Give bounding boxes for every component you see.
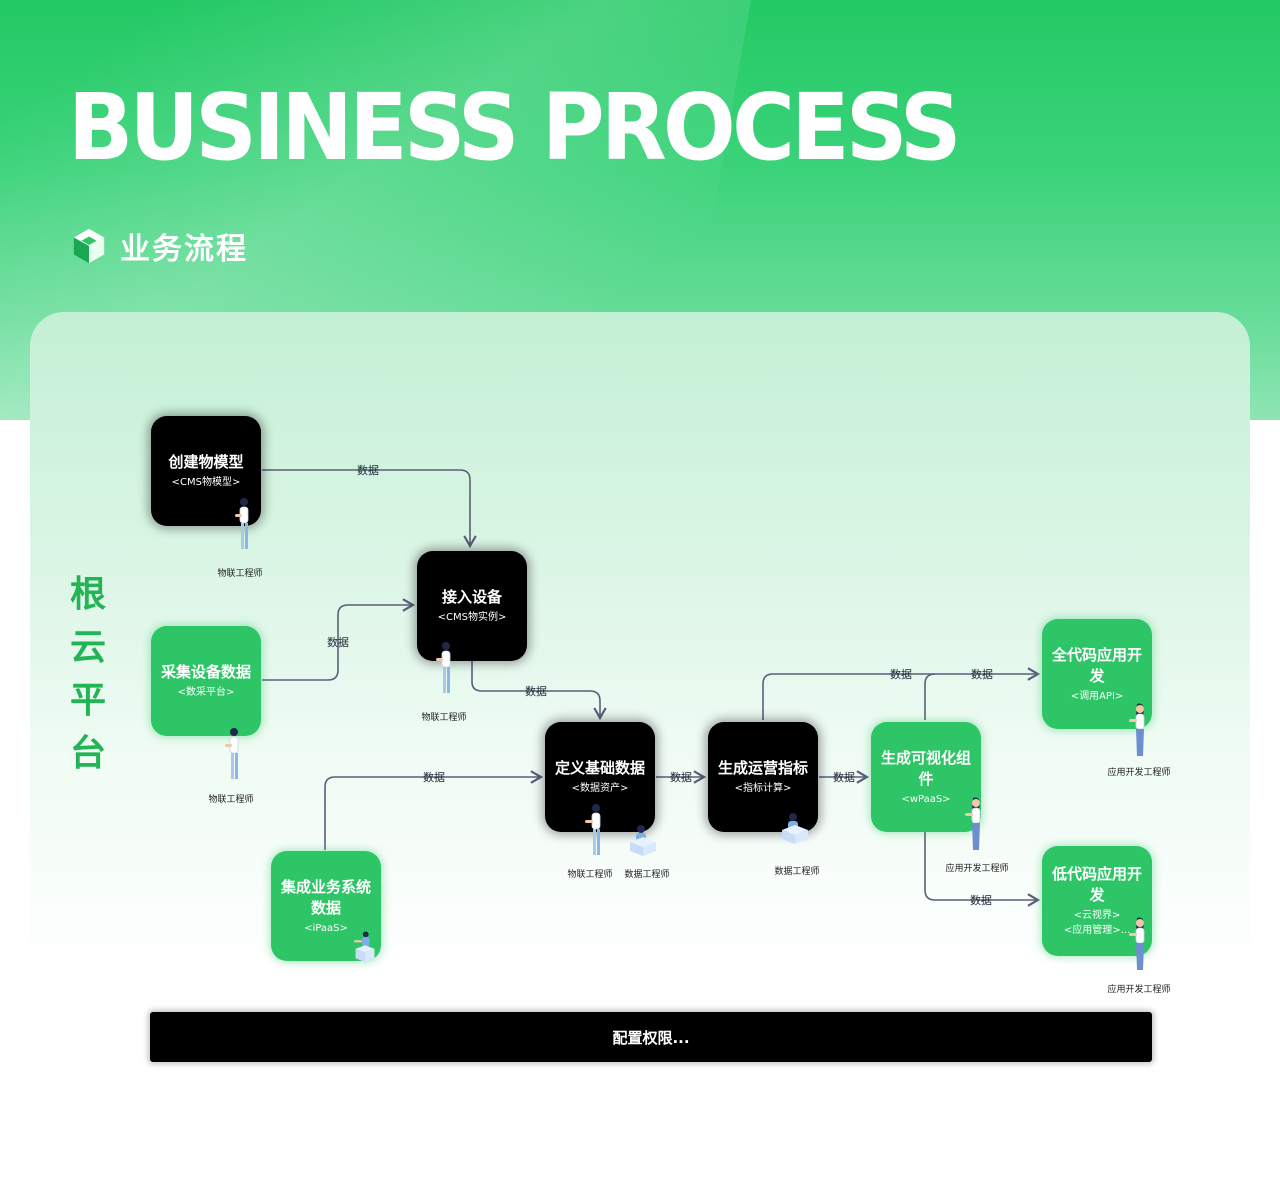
edge-label: 数据 — [890, 668, 912, 681]
node-title: 生成可视化组件 — [880, 748, 971, 788]
node-title: 创建物模型 — [168, 453, 244, 471]
edge-model-to-access — [262, 469, 477, 549]
engineer-standing-icon — [235, 498, 249, 549]
node-subtitle: <wPaaS> — [901, 793, 951, 805]
edge-label: 数据 — [670, 771, 692, 784]
role-label: 物联工程师 — [421, 713, 467, 723]
node-title: 接入设备 — [441, 588, 502, 606]
node-subtitle: <数据资产> — [571, 783, 629, 794]
role-label: 物联工程师 — [208, 795, 254, 805]
node-visual-component[interactable]: 生成可视化组件 <wPaaS> — [871, 722, 981, 832]
edge-label: 数据 — [423, 771, 445, 784]
data-engineer-desk-icon — [630, 825, 656, 856]
node-title: 全代码应用开发 — [1051, 645, 1142, 685]
platform-char: 平 — [69, 680, 106, 721]
cube-logo-icon — [73, 228, 105, 264]
edge-label: 数据 — [970, 894, 992, 907]
platform-char: 根 — [69, 574, 106, 615]
edge-visual-to-lowcode — [924, 832, 1041, 907]
node-subtitle: <指标计算> — [734, 783, 792, 794]
edge-access-to-define — [471, 660, 607, 721]
node-create-model[interactable]: 创建物模型 <CMS物模型> — [151, 416, 261, 526]
edge-label: 数据 — [833, 771, 855, 784]
node-title: 采集设备数据 — [160, 663, 251, 681]
config-permission-bar[interactable]: 配置权限... — [150, 1012, 1152, 1062]
node-subtitle: <CMS物实例> — [437, 612, 507, 623]
subtitle-row: 业务流程 — [70, 226, 248, 267]
node-title: 低代码应用开发 — [1051, 865, 1142, 904]
node-define-data[interactable]: 定义基础数据 <数据资产> — [545, 722, 655, 832]
role-label: 应用开发工程师 — [945, 864, 1009, 874]
edge-label: 数据 — [971, 668, 993, 681]
node-subtitle: <CMS物模型> — [171, 477, 241, 488]
node-collect-data[interactable]: 采集设备数据 <数采平台> — [151, 626, 261, 736]
developer-standing-icon — [965, 797, 981, 850]
node-access-device[interactable]: 接入设备 <CMS物实例> — [417, 551, 527, 661]
page-title: BUSINESS PROCESS — [68, 74, 962, 181]
edge-label: 数据 — [525, 685, 547, 698]
page-subtitle: 业务流程 — [120, 232, 248, 267]
developer-standing-icon — [1129, 703, 1145, 756]
platform-char: 台 — [69, 733, 106, 774]
edge-ops-to-fullcode — [762, 667, 1041, 720]
edge-label: 数据 — [357, 464, 379, 477]
role-label: 物联工程师 — [567, 870, 613, 880]
engineer-standing-icon — [225, 728, 239, 779]
edge-label: 数据 — [327, 636, 349, 649]
developer-standing-icon — [1129, 917, 1145, 970]
platform-label: 根 云 平 台 — [66, 568, 110, 780]
node-title: 生成运营指标 — [717, 759, 808, 777]
engineer-standing-icon — [436, 642, 451, 693]
config-permission-label: 配置权限... — [612, 1028, 690, 1047]
node-subtitle: <云视界> — [1073, 910, 1121, 921]
role-label: 数据工程师 — [624, 870, 670, 880]
node-subtitle: <应用管理>... — [1063, 925, 1131, 936]
node-title: 定义基础数据 — [554, 759, 645, 777]
node-lowcode-dev[interactable]: 低代码应用开发 <云视界> <应用管理>... — [1042, 846, 1152, 956]
edge-integrate-to-define — [324, 770, 544, 850]
data-engineer-desk-icon — [782, 813, 808, 844]
role-label: 物联工程师 — [217, 569, 263, 579]
edge-visual-to-fullcode — [924, 673, 936, 720]
node-subtitle: <数采平台> — [177, 687, 235, 698]
engineer-standing-icon — [585, 804, 601, 855]
node-ops-metrics[interactable]: 生成运营指标 <指标计算> — [708, 722, 818, 832]
platform-char: 云 — [69, 627, 106, 668]
node-subtitle: <iPaaS> — [304, 922, 348, 934]
developer-desk-icon — [354, 931, 375, 962]
role-label: 应用开发工程师 — [1107, 985, 1171, 995]
node-title: 集成业务系统数据 — [280, 877, 371, 917]
node-fullcode-dev[interactable]: 全代码应用开发 <调用API> — [1042, 619, 1152, 729]
edge-collect-to-access — [262, 598, 416, 681]
node-subtitle: <调用API> — [1070, 690, 1124, 702]
role-label: 应用开发工程师 — [1107, 768, 1171, 778]
role-label: 数据工程师 — [774, 867, 820, 877]
